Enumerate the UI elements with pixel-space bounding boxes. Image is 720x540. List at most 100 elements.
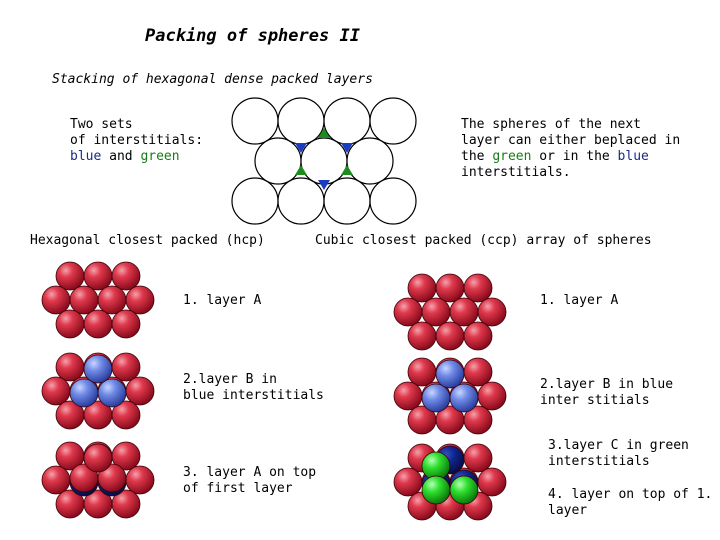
hcp-step-2-line-1: 2.layer B in (183, 372, 277, 387)
page-title: Packing of spheres II (145, 26, 360, 46)
red-sphere (421, 297, 451, 327)
right-note-blue-word: blue (617, 149, 649, 164)
red-sphere (83, 261, 113, 291)
green-interstitial-marker (295, 165, 307, 175)
ccp-layer-c-cluster (393, 443, 507, 521)
left-note-line-2: of interstitials: (70, 133, 204, 148)
red-sphere (407, 357, 437, 387)
ccp-step-1: 1. layer A (540, 293, 619, 308)
blue-sphere (69, 378, 99, 408)
green-interstitial-marker (318, 128, 330, 138)
hcp-layer-b-cluster (41, 352, 155, 430)
ccp-step-2-line-1: 2.layer B in blue (540, 377, 674, 392)
and-word: and (101, 149, 141, 164)
red-sphere (463, 273, 493, 303)
hcp-heading: Hexagonal closest packed (hcp) (30, 233, 265, 248)
ccp-layer-b-cluster (393, 357, 507, 435)
red-sphere (393, 297, 423, 327)
white-sphere (231, 97, 279, 145)
red-sphere (111, 352, 141, 382)
red-sphere (55, 309, 85, 339)
ccp-step-4-line-2: layer (548, 503, 588, 518)
right-note-pre: the (461, 149, 493, 164)
red-sphere (69, 285, 99, 315)
red-sphere (463, 405, 493, 435)
red-sphere (393, 467, 423, 497)
blue-interstitial-marker (341, 143, 353, 153)
red-sphere (55, 352, 85, 382)
hcp-layer-a-top-cluster (41, 441, 155, 519)
ccp-layer-a-cluster (393, 273, 507, 351)
red-sphere (111, 400, 141, 430)
blue-interstitial-marker (318, 180, 330, 190)
red-sphere (97, 285, 127, 315)
green-sphere (449, 475, 479, 505)
red-sphere (407, 273, 437, 303)
blue-sphere (97, 378, 127, 408)
red-sphere (435, 273, 465, 303)
red-sphere (111, 309, 141, 339)
ccp-heading: Cubic closest packed (ccp) array of sphe… (315, 233, 652, 248)
green-interstitial-marker (341, 165, 353, 175)
page-subtitle: Stacking of hexagonal dense packed layer… (52, 72, 373, 87)
red-sphere (41, 465, 71, 495)
white-sphere (323, 97, 371, 145)
red-sphere (463, 321, 493, 351)
ccp-step-3-line-1: 3.layer C in green (548, 438, 689, 453)
blue-word: blue (70, 149, 102, 164)
blue-sphere (435, 359, 465, 389)
white-sphere (277, 97, 325, 145)
blue-sphere (421, 383, 451, 413)
blue-sphere (83, 354, 113, 384)
hcp-layer-a-cluster (41, 261, 155, 339)
red-sphere (55, 261, 85, 291)
white-sphere (231, 177, 279, 225)
white-sphere (323, 177, 371, 225)
red-sphere (125, 376, 155, 406)
white-sphere (300, 137, 348, 185)
blue-sphere (449, 383, 479, 413)
hcp-step-2-line-2: blue interstitials (183, 388, 324, 403)
red-sphere (41, 376, 71, 406)
right-note-line-2: layer can either beplaced in (461, 133, 681, 148)
white-sphere (277, 177, 325, 225)
red-sphere (477, 467, 507, 497)
blue-interstitial-marker (295, 143, 307, 153)
red-sphere (41, 285, 71, 315)
red-sphere (477, 381, 507, 411)
white-sphere (369, 97, 417, 145)
green-word: green (140, 149, 180, 164)
hexagonal-layer-diagram (231, 97, 417, 225)
red-sphere (449, 297, 479, 327)
ccp-step-3-line-2: interstitials (548, 454, 650, 469)
red-sphere (407, 321, 437, 351)
white-sphere (254, 137, 302, 185)
hcp-step-3-line-1: 3. layer A on top (183, 465, 317, 480)
red-sphere (111, 489, 141, 519)
white-sphere (369, 177, 417, 225)
red-sphere (125, 465, 155, 495)
green-sphere (421, 475, 451, 505)
ccp-step-2-line-2: inter stitials (540, 393, 650, 408)
red-sphere (111, 261, 141, 291)
left-note-line-1: Two sets (70, 117, 133, 132)
right-note-mid: or in the (531, 149, 618, 164)
red-sphere (435, 321, 465, 351)
right-note-line-3: the green or in the blue (461, 149, 649, 165)
hcp-step-3-line-2: of first layer (183, 481, 293, 496)
left-note-line-3: blue and green (70, 149, 180, 165)
red-sphere (463, 443, 493, 473)
red-sphere (83, 309, 113, 339)
red-sphere (97, 463, 127, 493)
right-note-line-4: interstitials. (461, 165, 571, 180)
white-sphere (346, 137, 394, 185)
ccp-step-4-line-1: 4. layer on top of 1. (548, 487, 713, 502)
red-sphere (463, 357, 493, 387)
right-note-green-word: green (492, 149, 532, 164)
right-note-line-1: The spheres of the next (461, 117, 642, 132)
red-sphere (477, 297, 507, 327)
hcp-step-1: 1. layer A (183, 293, 262, 308)
red-sphere (393, 381, 423, 411)
red-sphere (125, 285, 155, 315)
